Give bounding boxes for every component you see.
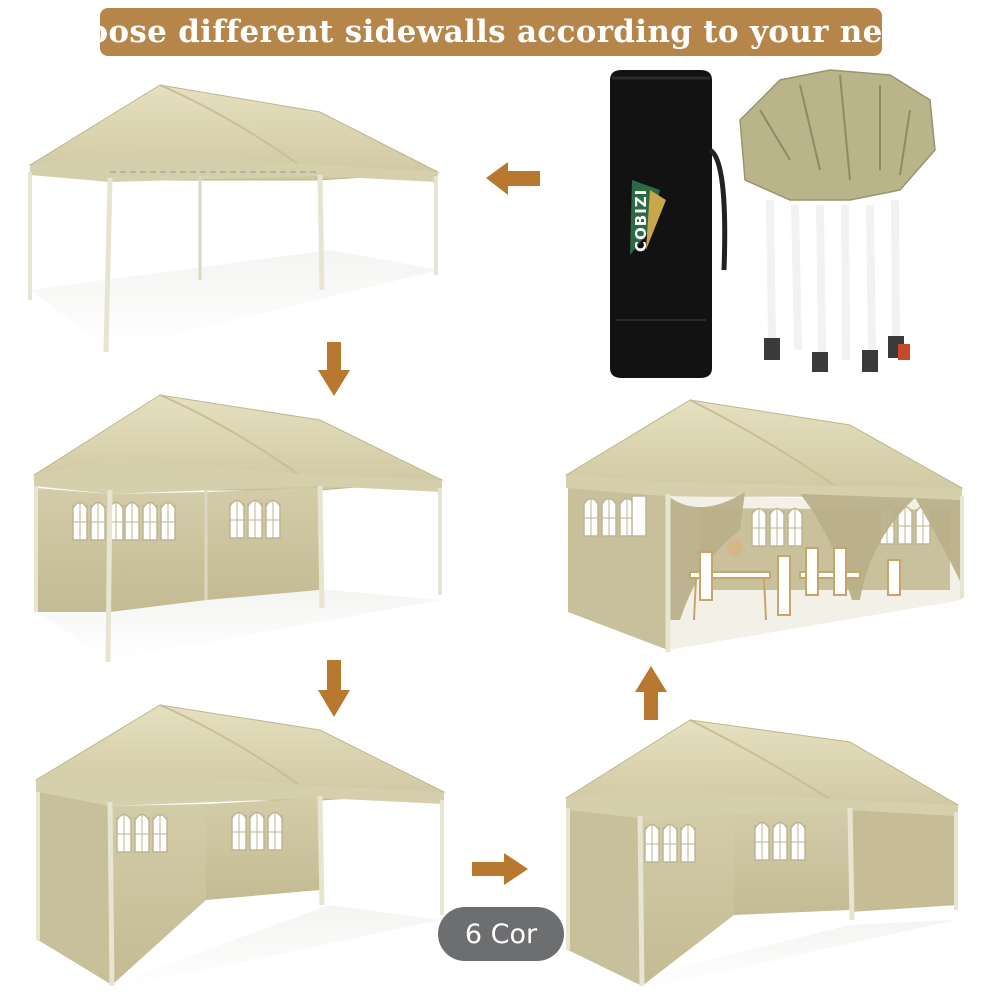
arrow-up-icon [635, 666, 667, 720]
storage-bag: COBIZI [610, 70, 728, 378]
arrow-down-icon [318, 660, 350, 717]
tent-four-sidewalls [564, 719, 960, 990]
arrow-left-icon [486, 162, 540, 195]
badge-label: 6 Cor [464, 918, 538, 950]
tent-enclosed-furnished [564, 399, 964, 652]
bag-brand: COBIZI [632, 189, 650, 252]
tent-canopy-only [28, 84, 440, 353]
title-banner: Choose different sidewalls according to … [40, 8, 942, 56]
color-count-badge[interactable]: 6 Cor [438, 907, 564, 961]
arrow-down-icon [318, 342, 350, 396]
folded-tent-frame [739, 69, 936, 372]
tent-two-sidewalls [32, 394, 444, 663]
arrow-right-icon [472, 853, 528, 885]
title-text: Choose different sidewalls according to … [39, 14, 943, 50]
tent-three-sidewalls [34, 704, 446, 990]
